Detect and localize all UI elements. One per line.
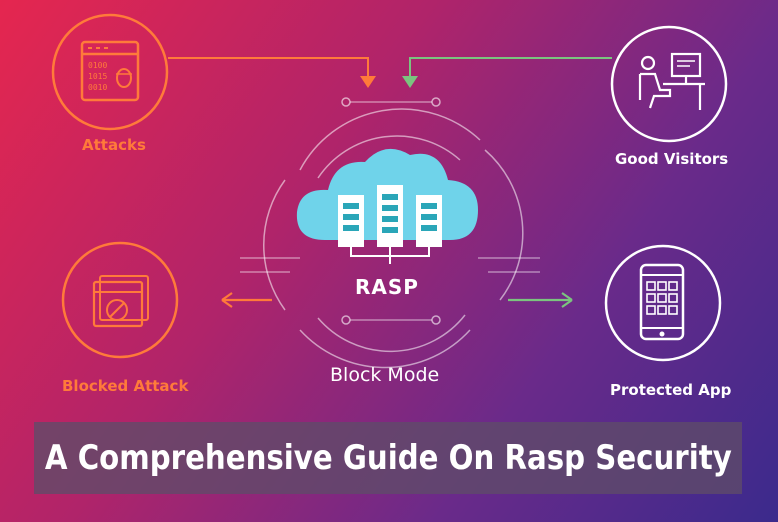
ring-nodes	[341, 97, 441, 325]
protected-app-label: Protected App	[610, 381, 732, 399]
protected-app-icon	[604, 244, 722, 362]
code-line-3: 0010	[88, 83, 107, 92]
banner-title: A Comprehensive Guide On Rasp Security	[44, 438, 732, 478]
blocked-attack-icon	[61, 241, 179, 359]
code-line-1: 0100	[88, 61, 107, 70]
center-rings	[262, 108, 524, 369]
rasp-label: RASP	[355, 275, 419, 299]
good-visitor-arrow	[409, 57, 612, 76]
attacks-label: Attacks	[82, 136, 146, 154]
block-mode-label: Block Mode	[330, 364, 440, 386]
title-banner: A Comprehensive Guide On Rasp Security	[34, 422, 742, 494]
good-visitors-icon	[610, 25, 728, 143]
code-line-2: 1015	[88, 72, 107, 81]
good-visitors-label: Good Visitors	[615, 150, 729, 168]
attack-arrow	[168, 57, 369, 78]
cloud-server-icon	[296, 148, 478, 264]
attacks-icon	[51, 13, 169, 131]
blocked-attack-label: Blocked Attack	[62, 377, 189, 395]
